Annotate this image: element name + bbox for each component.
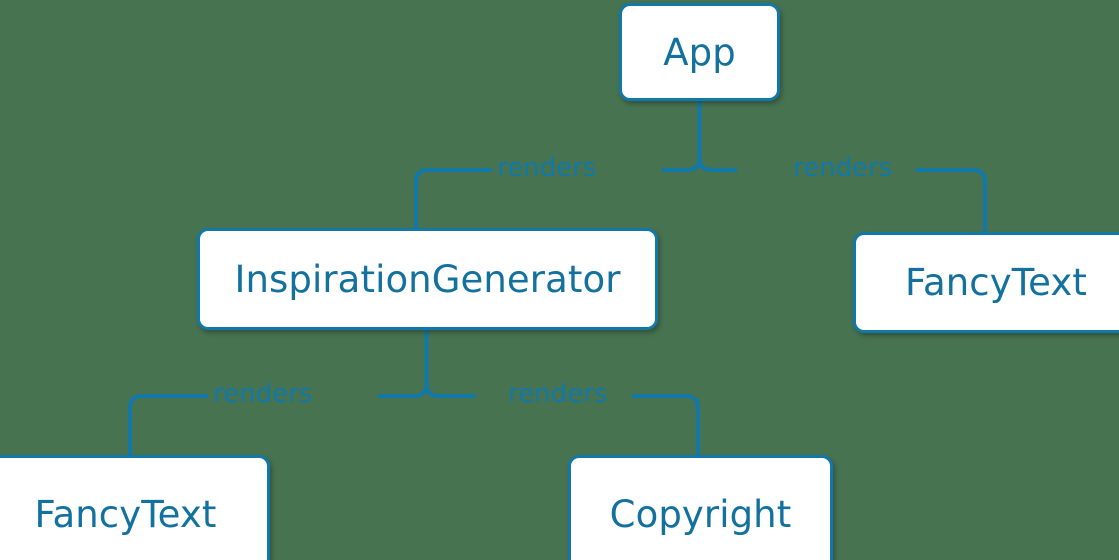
edge-insp-to-fancytext-bottomleft xyxy=(128,394,208,455)
edge-app-to-fancytext-right xyxy=(916,168,987,232)
edge-insp-stem-right xyxy=(424,383,476,398)
edge-label-inspiration-generator-to-fancytext: renders xyxy=(213,379,313,409)
node-copyright-label: Copyright xyxy=(609,492,792,536)
edge-app-stem xyxy=(662,101,702,172)
edge-insp-stem xyxy=(378,330,429,398)
edge-label-app-to-inspiration-generator: renders xyxy=(497,153,597,183)
node-inspiration-generator-label: InspirationGenerator xyxy=(234,257,621,301)
edge-label-app-to-fancytext-right: renders xyxy=(793,153,893,183)
node-fancytext-right-label: FancyText xyxy=(905,261,1087,304)
node-fancytext-bottom-left[interactable]: FancyText xyxy=(0,455,270,560)
node-app-label: App xyxy=(663,30,736,74)
node-fancytext-right[interactable]: FancyText xyxy=(853,232,1119,333)
node-app[interactable]: App xyxy=(619,3,780,101)
edge-insp-to-copyright xyxy=(632,394,700,455)
node-fancytext-bottom-left-label: FancyText xyxy=(34,492,217,536)
edge-label-inspiration-generator-to-copyright: renders xyxy=(508,379,608,409)
edge-app-to-insp xyxy=(414,168,492,228)
node-copyright[interactable]: Copyright xyxy=(568,455,833,560)
edge-app-stem-right xyxy=(697,157,737,172)
node-inspiration-generator[interactable]: InspirationGenerator xyxy=(197,228,658,330)
